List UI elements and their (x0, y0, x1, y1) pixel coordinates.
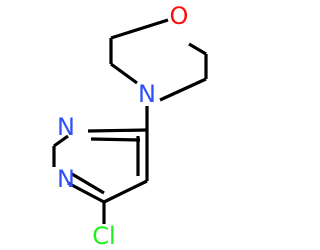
bond-ch2-left-o (110, 18, 169, 40)
molecule-diagram: O N N N Cl (52, 2, 208, 250)
bond-c6-c5 (103, 179, 148, 204)
oxygen-label: O (170, 2, 189, 30)
pyrimidine-nitrogen-lower-label: N (57, 165, 75, 193)
bond-o-ch2-right (188, 42, 207, 56)
bond-n1-c6-double (71, 172, 105, 195)
chlorine-label: Cl (92, 222, 115, 250)
bond-n3-c2 (53, 134, 69, 148)
pyrimidine-nitrogen-upper-label: N (57, 113, 75, 141)
structure-canvas: O N N N Cl (52, 2, 208, 250)
bonds (52, 18, 208, 224)
morpholine-nitrogen-label: N (138, 80, 156, 108)
bond-c4-n3-double (90, 137, 141, 142)
bond-c4-n3 (87, 128, 148, 133)
bond-n-ch2-left-lower (110, 62, 138, 85)
bond-n1-c6 (67, 181, 105, 204)
bond-ch2-right-lower-n (159, 77, 207, 102)
atom-labels: O N N N Cl (57, 2, 188, 250)
